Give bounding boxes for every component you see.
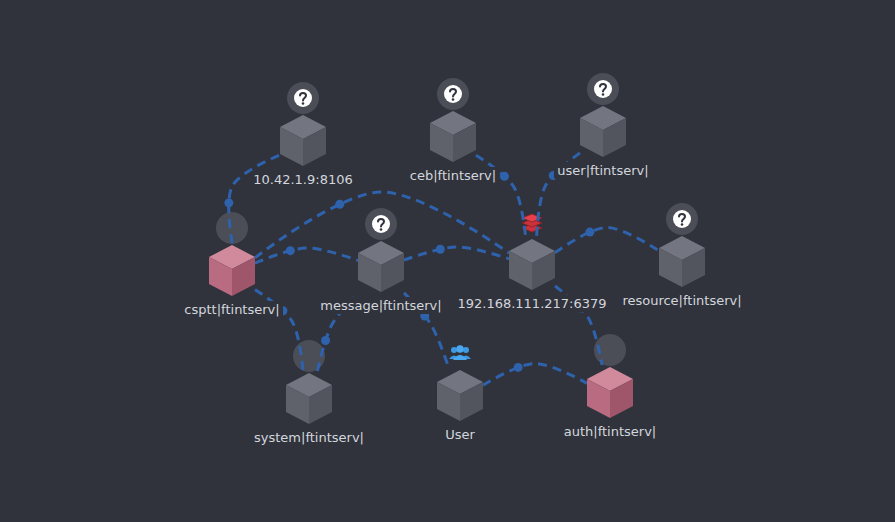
- service-node: message|ftintserv|: [317, 238, 444, 314]
- dependency-link: [229, 155, 280, 243]
- cube-shape: [278, 112, 328, 168]
- dependency-link: [555, 228, 659, 253]
- flow-dot: [321, 336, 330, 345]
- cube-shape: [284, 370, 334, 426]
- node-badge: [587, 73, 619, 105]
- node-label: ceb|ftintserv|: [407, 167, 499, 184]
- cube-shape: [507, 236, 557, 292]
- flow-dot: [335, 200, 344, 209]
- service-node: User: [435, 367, 485, 443]
- node-badge: [666, 203, 698, 235]
- cube-shape: [578, 103, 628, 159]
- node-label: csptt|ftintserv|: [181, 301, 282, 318]
- node-label: 10.42.1.9:8106: [250, 171, 356, 188]
- node-badge: [437, 78, 469, 110]
- dependency-link: [255, 248, 358, 263]
- flow-dot: [224, 198, 233, 207]
- service-node: auth|ftintserv|: [561, 364, 660, 440]
- service-node: 10.42.1.9:8106: [250, 112, 356, 188]
- node-label: system|ftintserv|: [251, 429, 367, 446]
- service-node: csptt|ftintserv|: [181, 242, 282, 318]
- cube-shape: [428, 108, 478, 164]
- cube-shape: [585, 364, 635, 420]
- node-label: User: [442, 426, 478, 443]
- node-badge: [287, 82, 319, 114]
- dependency-link: [404, 247, 509, 260]
- dependency-link: [483, 364, 587, 386]
- cube-shape: [435, 367, 485, 423]
- flow-dot: [286, 246, 295, 255]
- service-node: 192.168.111.217:6379: [454, 236, 609, 312]
- node-label: 192.168.111.217:6379: [454, 295, 609, 312]
- node-label: message|ftintserv|: [317, 297, 444, 314]
- flow-dot: [500, 172, 509, 181]
- node-label: auth|ftintserv|: [561, 423, 660, 440]
- cube-shape: [356, 238, 406, 294]
- flow-dot: [585, 228, 594, 237]
- flow-dot: [514, 363, 523, 372]
- cube-shape: [207, 242, 257, 298]
- node-badge: [449, 345, 471, 360]
- node-badge: [365, 208, 397, 240]
- cube-shape: [657, 233, 707, 289]
- service-node: system|ftintserv|: [251, 370, 367, 446]
- service-node: ceb|ftintserv|: [407, 108, 499, 184]
- service-node: user|ftintserv|: [554, 103, 651, 179]
- flow-dot: [436, 245, 445, 254]
- service-node: resource|ftintserv|: [619, 233, 744, 309]
- node-label: user|ftintserv|: [554, 162, 651, 179]
- node-label: resource|ftintserv|: [619, 292, 744, 309]
